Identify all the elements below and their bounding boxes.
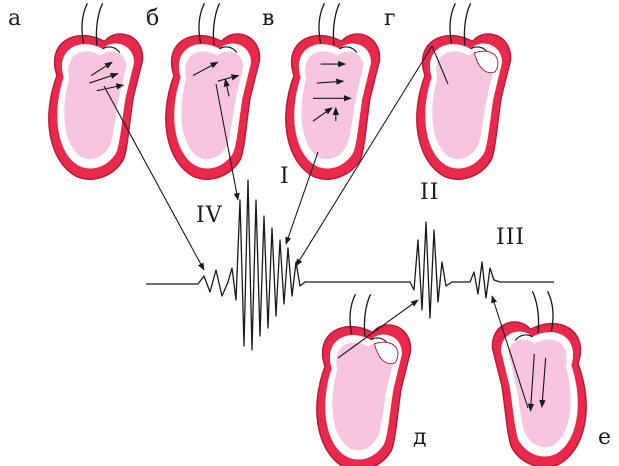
tone-label-iv: IV <box>196 205 223 227</box>
label-b: б <box>146 8 159 30</box>
tone-label-ii: II <box>420 182 439 204</box>
tone-label-iii: III <box>496 227 525 249</box>
label-e: е <box>598 427 611 449</box>
heart-g <box>417 3 511 179</box>
heart-d <box>317 294 411 466</box>
label-g: г <box>384 8 396 30</box>
tone-label-i: I <box>280 166 290 188</box>
heart-e <box>492 291 586 466</box>
label-a: а <box>8 8 21 30</box>
label-v: в <box>262 8 274 30</box>
heart-b <box>166 3 260 179</box>
label-d: д <box>413 427 427 449</box>
heart-a <box>49 3 143 179</box>
